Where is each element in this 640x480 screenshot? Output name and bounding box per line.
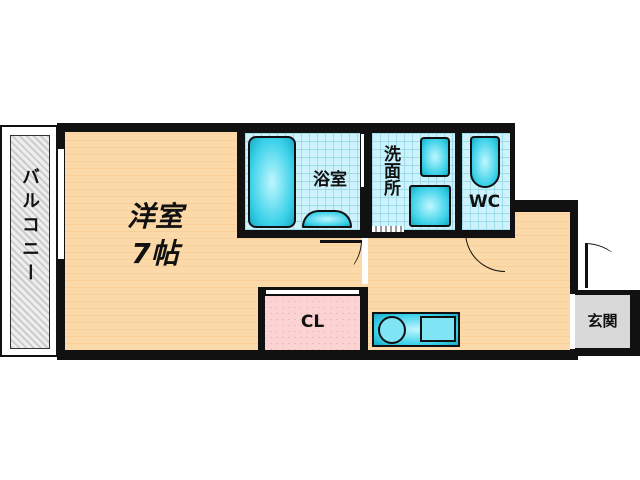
kitchen-sink-icon xyxy=(420,316,456,342)
bathroom-door[interactable] xyxy=(360,133,365,188)
entrance-label: 玄関 xyxy=(587,312,618,330)
washing-machine-icon xyxy=(409,185,451,227)
balcony: バルコニー xyxy=(0,125,58,357)
toilet-icon xyxy=(470,136,500,188)
toilet-label: WC xyxy=(468,192,501,212)
western-room-size: 7帖 xyxy=(131,237,179,270)
entrance-door[interactable] xyxy=(585,243,630,288)
western-room-label: 洋室 xyxy=(126,200,183,233)
stove-icon xyxy=(378,316,406,344)
closet-doors[interactable] xyxy=(265,289,360,295)
bathroom-label: 浴室 xyxy=(313,170,347,190)
wash-basin-icon xyxy=(302,210,352,228)
washroom-label: 洗面所 xyxy=(380,145,400,196)
balcony-label: バルコニー xyxy=(19,167,40,287)
entrance xyxy=(575,295,630,348)
closet xyxy=(265,296,360,350)
bathtub-icon xyxy=(248,136,296,228)
sink-icon xyxy=(420,137,450,177)
window xyxy=(57,148,65,260)
closet-label: CL xyxy=(300,312,325,332)
